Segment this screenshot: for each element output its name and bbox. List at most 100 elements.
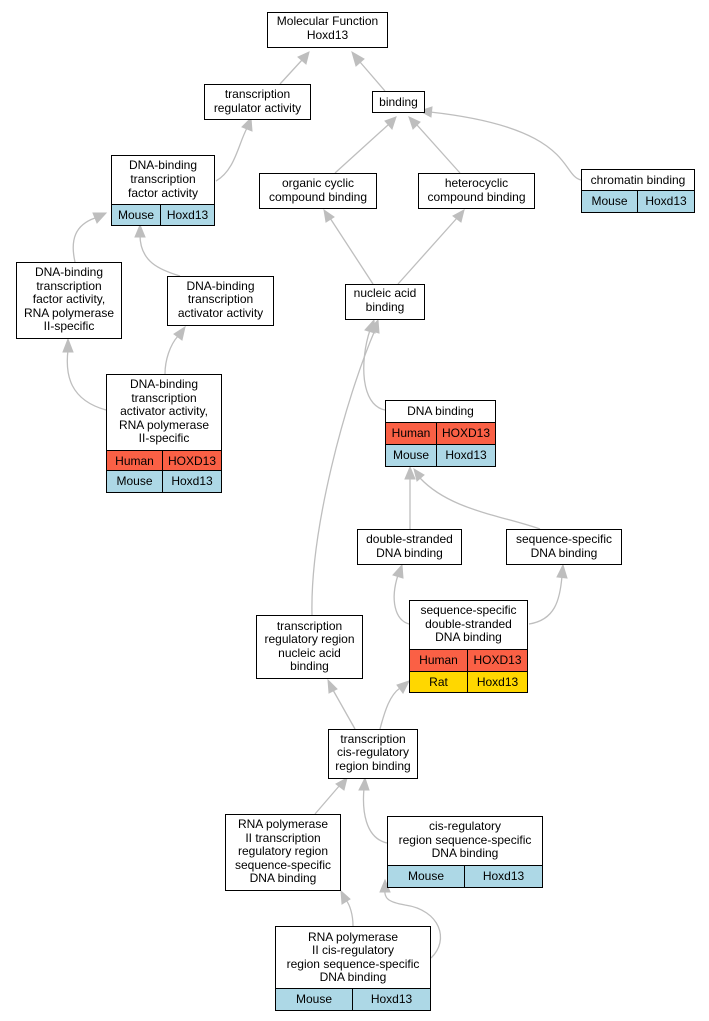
node-box [328,729,418,779]
node-dna-binding-ta-activity-rnap2[interactable]: DNA-binding transcription activator acti… [106,374,222,493]
node-molecular-function[interactable]: Molecular Function Hoxd13 [267,12,388,48]
node-label-line: sequence-specific [420,603,516,617]
node-dna-binding-tf-activity-rnap2[interactable]: DNA-binding transcription factor activit… [16,262,122,339]
node-label-line: DNA-binding [130,377,198,391]
node-box [345,284,425,320]
node-transcription-regulatory-region-nab[interactable]: transcription regulatory region nucleic … [256,615,363,679]
arrowhead [340,889,351,905]
arrowhead [556,563,568,579]
node-label-line: transcription [188,292,253,306]
node-label-line: binding [290,659,329,673]
gene-cell [352,988,431,1011]
node-sequence-specific-ds-dna-binding[interactable]: sequence-specific double-stranded DNA bi… [409,600,528,693]
edge-crss-tcrb [362,787,388,844]
node-label-line: II-specific [139,431,190,445]
node-label-line: DNA binding [250,871,317,885]
arrowhead [92,212,108,224]
node-label-line: transcription [277,619,342,633]
node-box [16,262,122,339]
arrowhead [241,116,253,132]
gene-label: Hoxd13 [371,992,413,1006]
node-label-line: regulator activity [214,101,301,115]
node-label-line: compound binding [269,190,367,204]
node-box [506,529,622,565]
node-transcription-regulator-activity[interactable]: transcription regulator activity [204,84,311,120]
node-label-line: factor activity [128,186,198,200]
gene-label: HOXD13 [442,426,490,440]
node-label-line: II-specific [44,319,95,333]
arrowhead [335,777,348,791]
species-label: Mouse [116,474,152,488]
node-label-line: DNA binding [376,546,443,560]
edge-hcb-binding [416,124,461,174]
node-label-line: DNA-binding [186,279,254,293]
arrowhead [134,223,146,238]
arrowhead [62,337,74,353]
edge-rnap2-tcrb [314,784,341,815]
node-box [372,91,425,113]
species-label: Mouse [118,208,154,222]
node-chromatin-binding[interactable]: chromatin binding Mouse Hoxd13 [581,169,695,213]
arrowhead [368,318,380,334]
node-label-line: transcription [340,732,405,746]
node-organic-cyclic-compound-binding[interactable]: organic cyclic compound binding [259,173,377,209]
species-label: Mouse [296,992,332,1006]
edge-dbtaa2-dbtaa [164,335,179,375]
species-label: Human [419,653,458,667]
node-label-line: RNA polymerase [308,930,398,944]
node-rnap2-cis-regulatory-region-ss-dna-binding[interactable]: RNA polymerase II cis-regulatory region … [275,926,431,1011]
node-nucleic-acid-binding[interactable]: nucleic acid binding [345,284,425,320]
edge-dbtfa2-dbtfa [72,217,96,263]
node-label-line: factor activity, [33,292,105,306]
node-label-line: nucleic acid [354,286,417,300]
node-label-line: double-stranded [366,532,453,546]
node-label-line: cis-regulatory [429,819,501,833]
node-box [418,173,535,209]
node-label-line: RNA polymerase [24,306,114,320]
species-label: Human [392,426,431,440]
node-cis-regulatory-region-ss-dna-binding[interactable]: cis-regulatory region sequence-specific … [387,816,543,888]
species-label: Rat [429,675,448,689]
edge-ssdna-dnab [419,477,541,530]
edge-dbtfa-tra [215,127,248,182]
node-dna-binding-tf-activity[interactable]: DNA-binding transcription factor activit… [111,155,215,226]
arrowhead [396,680,410,694]
node-box [225,814,341,891]
node-label-line: nucleic acid [278,646,341,660]
node-binding[interactable]: binding [372,91,425,113]
node-rnap2-transcription-regulatory-region-binding[interactable]: RNA polymerase II transcription regulato… [225,814,341,891]
node-label-line: Hoxd13 [307,28,349,42]
edge-rnap2cis-crss [384,889,442,959]
node-label-line: DNA-binding [129,158,197,172]
node-heterocyclic-compound-binding[interactable]: heterocyclic compound binding [418,173,535,209]
node-label-line: DNA-binding [35,265,103,279]
edge-dnab-nab [363,329,386,411]
node-label-line: organic cyclic [282,176,354,190]
node-label-line: DNA binding [435,630,502,644]
arrowhead [351,50,365,67]
gene-label: Hoxd13 [477,675,519,689]
node-label-line: region binding [335,759,410,773]
node-transcription-cis-regulatory-region-binding[interactable]: transcription cis-regulatory region bind… [328,729,418,779]
arrowhead [408,116,421,130]
node-sequence-specific-dna-binding[interactable]: sequence-specific DNA binding [506,529,622,565]
node-label-line: region sequence-specific [287,957,420,971]
edge-dbtaa-dbtfa [139,234,181,277]
arrowhead [327,678,338,694]
node-label-line: transcription [225,87,290,101]
species-label: Mouse [591,194,627,208]
node-dna-binding-ta-activity[interactable]: DNA-binding transcription activator acti… [167,276,274,326]
gene-cell [160,204,215,226]
edge-ocb-binding [334,124,389,174]
node-label-line: Molecular Function [277,14,378,28]
node-label-line: region sequence-specific [399,833,532,847]
node-label-line: transcription [131,391,196,405]
edge-nab-ocb [329,217,374,285]
edge-trrnab-nab [311,329,376,616]
gene-label: Hoxd13 [171,474,213,488]
edge-tra-mf [279,59,303,85]
node-double-stranded-dna-binding[interactable]: double-stranded DNA binding [357,529,462,565]
gene-label: Hoxd13 [483,869,525,883]
node-dna-binding[interactable]: DNA binding Human HOXD13 Mouse Hoxd13 [385,400,496,467]
node-label-line: regulatory region [238,844,328,858]
